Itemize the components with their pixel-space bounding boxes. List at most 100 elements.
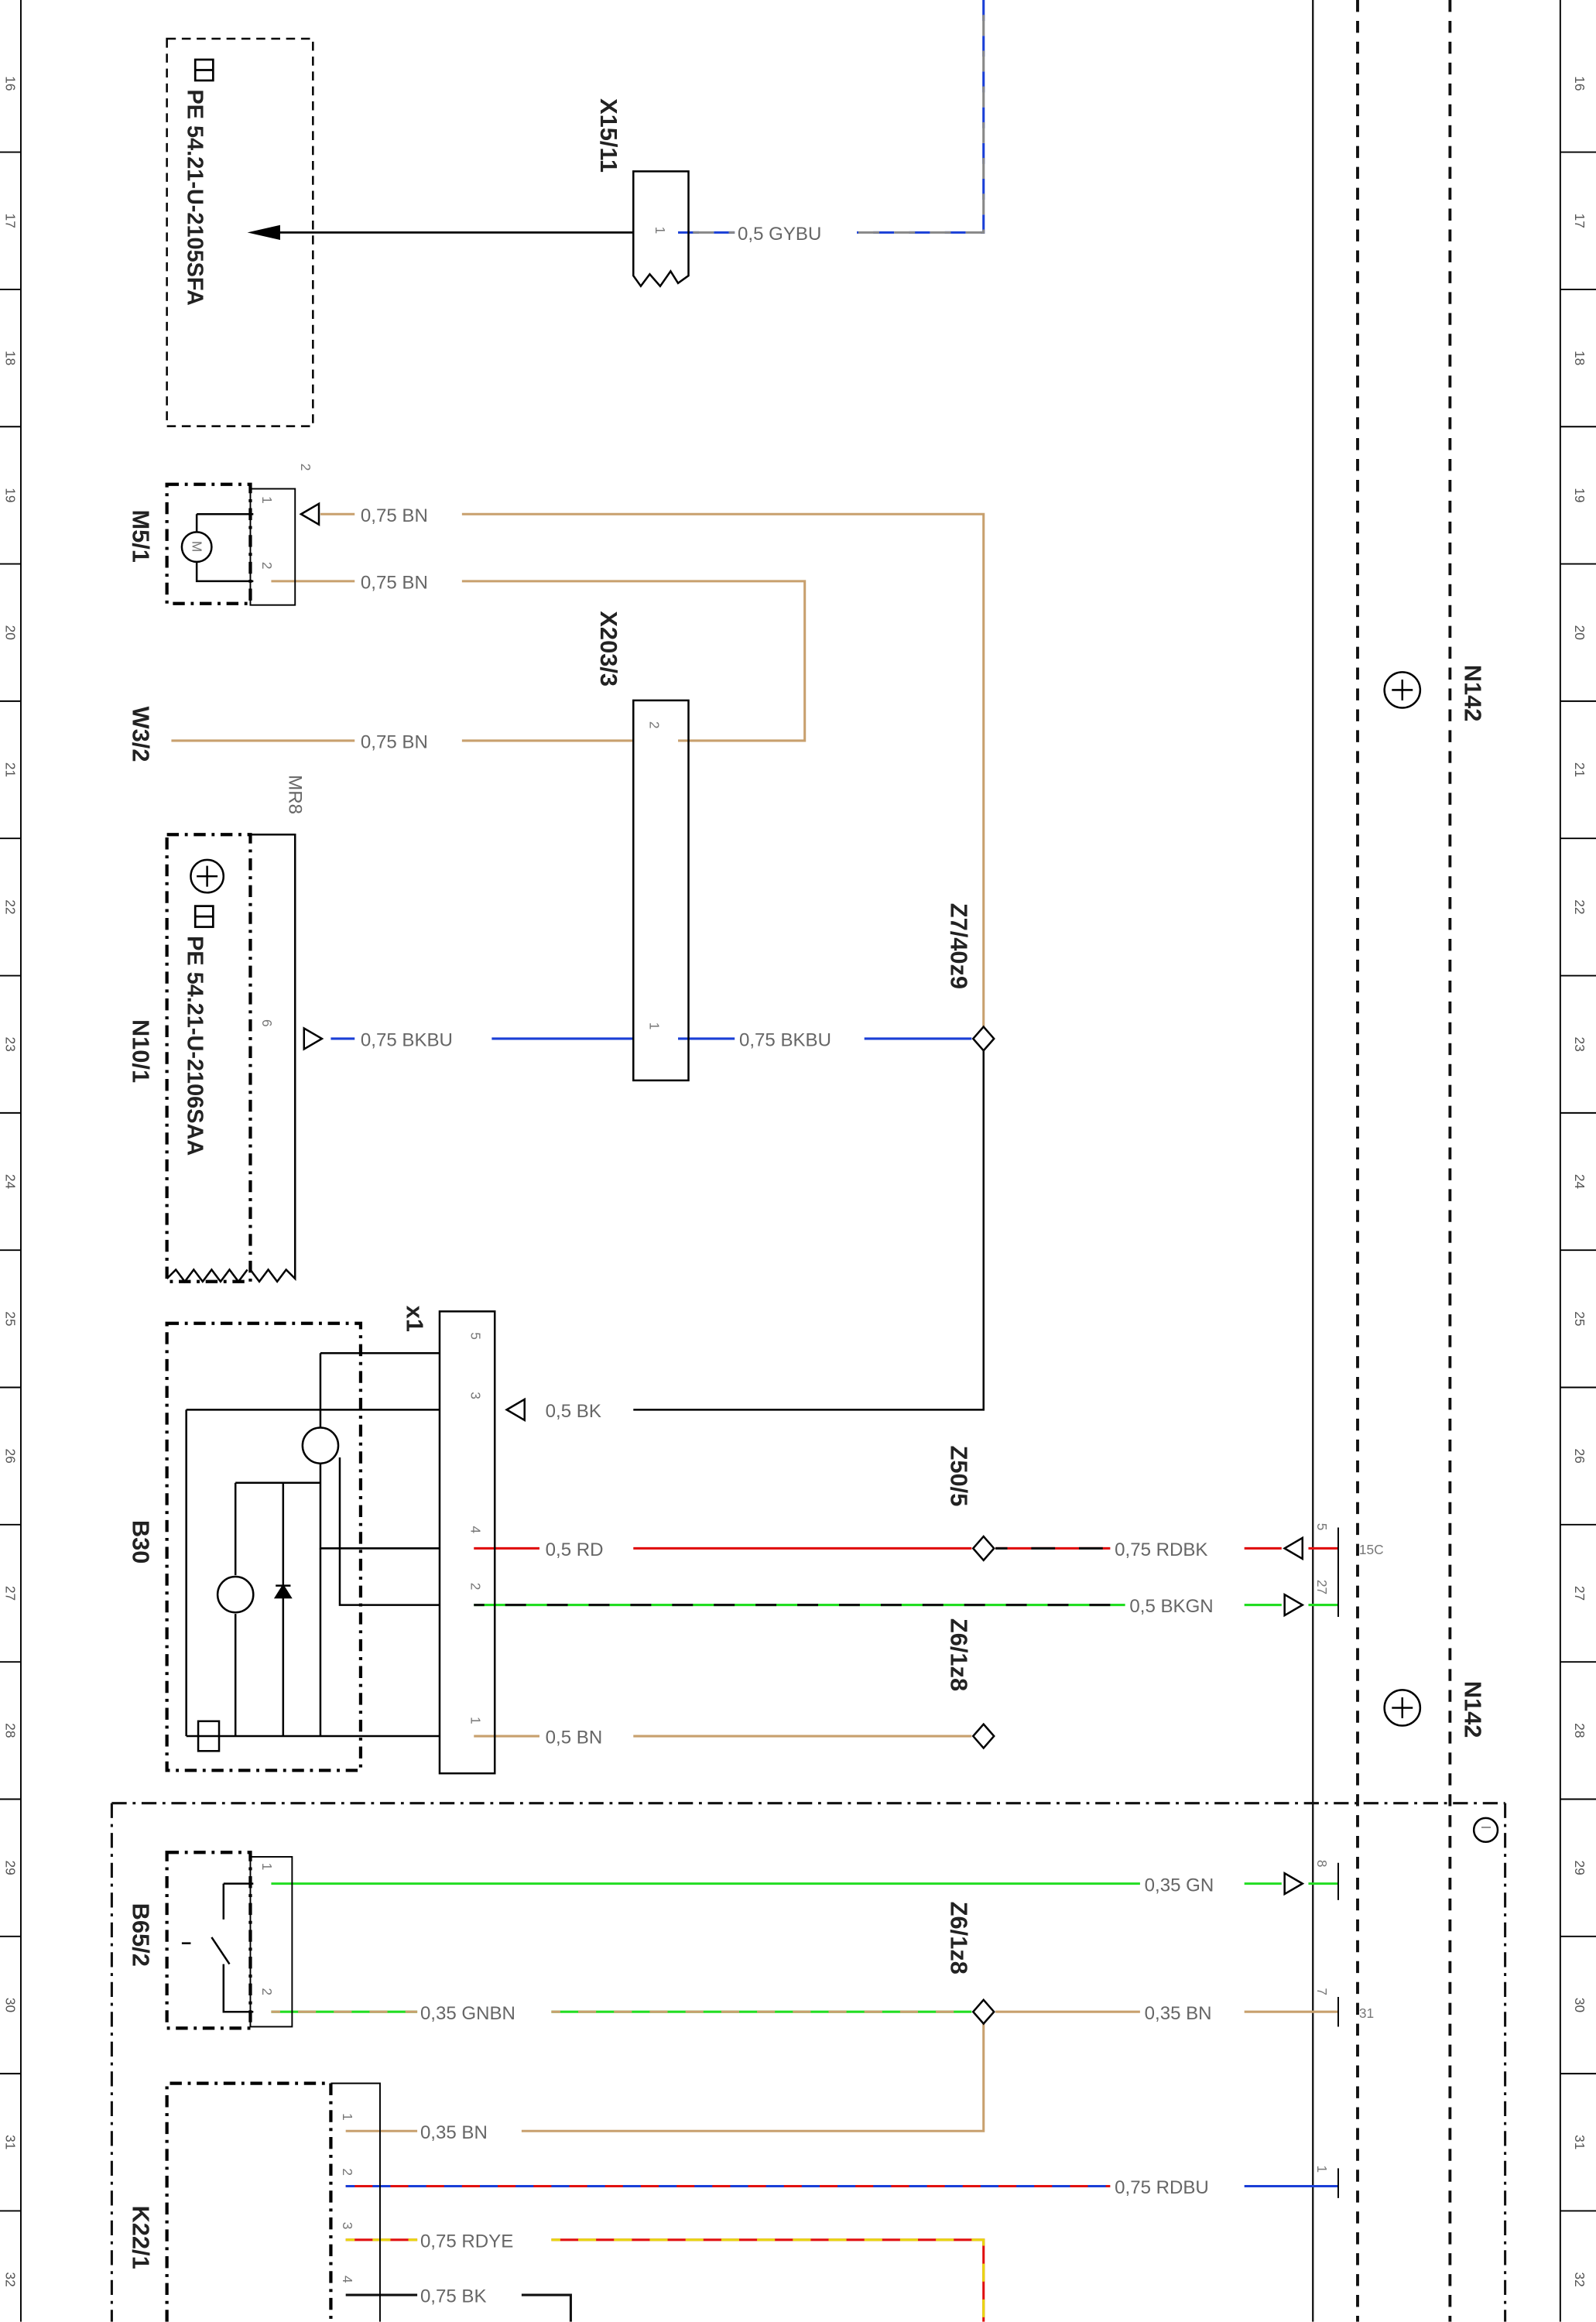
label-x1: x1 bbox=[402, 1306, 429, 1332]
pin-n142-7: 7 bbox=[1314, 1988, 1330, 1995]
pin-x15-11-1: 1 bbox=[652, 227, 668, 235]
label-z6-1z8-b: Z6/1z8 bbox=[945, 1902, 972, 1974]
pin-x203-3-2: 2 bbox=[646, 721, 662, 729]
grid-tick-label: 24 bbox=[3, 1174, 19, 1190]
ref-sfa: PE 54.21-U-2105SFA bbox=[183, 90, 207, 306]
grid-tick-label: 23 bbox=[3, 1037, 19, 1052]
grid-tick-label: 20 bbox=[1572, 625, 1587, 640]
pin-n142-5: 5 bbox=[1314, 1523, 1330, 1531]
splices bbox=[971, 1025, 995, 2026]
terminal-15c: 15C bbox=[1359, 1542, 1384, 1557]
grid-tick-label: 16 bbox=[3, 76, 19, 91]
grid-tick-label: 28 bbox=[1572, 1723, 1587, 1738]
grid-tick-label: 30 bbox=[3, 1998, 19, 2012]
grid-tick-label: 17 bbox=[1572, 214, 1587, 228]
pin-k22-3: 3 bbox=[340, 2222, 355, 2230]
wire-label-bn-b30: 0,5 BN bbox=[546, 1728, 603, 1748]
wire-label-rdbu: 0,75 RDBU bbox=[1115, 2177, 1209, 2198]
grid-tick-label: 25 bbox=[1572, 1311, 1587, 1326]
label-n142-bottom: N142 bbox=[1460, 1681, 1487, 1738]
pin-n142-27: 27 bbox=[1314, 1580, 1330, 1594]
wire-label-bn-m51-1: 0,75 BN bbox=[361, 505, 428, 526]
components bbox=[165, 37, 1339, 2322]
grid-tick-label: 22 bbox=[1572, 899, 1587, 914]
grid-tick-label: 26 bbox=[1572, 1449, 1587, 1464]
motor-m-label: M bbox=[189, 541, 204, 552]
grid-tick-label: 29 bbox=[1572, 1861, 1587, 1875]
pin-k22-2: 2 bbox=[340, 2168, 355, 2176]
grid-tick-label: 22 bbox=[3, 899, 19, 914]
transistor-symbols bbox=[190, 671, 1499, 1843]
wire-label-gnbn: 0,35 GNBN bbox=[420, 2003, 515, 2024]
grid-tick-label: 26 bbox=[3, 1449, 19, 1464]
wire-labels: 0,5 GYBU 0,75 BN 0,75 BN 0,75 BN 0,75 BK… bbox=[361, 224, 1214, 2307]
grid-tick-label: 27 bbox=[1572, 1586, 1587, 1601]
grid-tick-label: 17 bbox=[3, 214, 19, 228]
wire-label-gn: 0,35 GN bbox=[1145, 1875, 1214, 1896]
grid-tick-label: 18 bbox=[3, 351, 19, 365]
label-mr8: MR8 bbox=[285, 775, 306, 814]
wire-label-bkbu-left: 0,75 BKBU bbox=[361, 1030, 453, 1051]
grid-tick-label: 32 bbox=[1572, 2272, 1587, 2286]
wire-label-bkgn: 0,5 BKGN bbox=[1129, 1596, 1213, 1617]
grid-ticks-right: 16 17 18 19 20 21 22 23 24 25 26 27 28 29 30 31 32 bbox=[1560, 76, 1596, 2287]
pin-n142-1: 1 bbox=[1314, 2166, 1330, 2173]
label-w3-2: W3/2 bbox=[127, 707, 154, 762]
grid-tick-label: 30 bbox=[1572, 1998, 1587, 2012]
grid-tick-label: 29 bbox=[3, 1861, 19, 1875]
wire-label-bkbu-right: 0,75 BKBU bbox=[739, 1030, 831, 1051]
hand-pointer-icon bbox=[194, 905, 214, 928]
pin-arrows bbox=[299, 502, 1305, 1896]
pin-k22-1: 1 bbox=[340, 2113, 355, 2121]
pin-m5-1-1: 1 bbox=[259, 496, 275, 504]
grid-tick-label: 21 bbox=[1572, 762, 1587, 777]
label-b30: B30 bbox=[127, 1520, 154, 1564]
grid-tick-label: 25 bbox=[3, 1311, 19, 1326]
label-n142-top: N142 bbox=[1460, 665, 1487, 722]
label-b65-2: B65/2 bbox=[127, 1903, 154, 1967]
wire-label-rdbk: 0,75 RDBK bbox=[1115, 1539, 1207, 1560]
wire-label-bn-k22: 0,35 BN bbox=[420, 2122, 488, 2143]
grid-tick-label: 32 bbox=[3, 2272, 19, 2286]
label-k22-1: K22/1 bbox=[127, 2206, 154, 2269]
terminal-31: 31 bbox=[1359, 2005, 1374, 2021]
wire-label-bk-b30: 0,5 BK bbox=[546, 1401, 601, 1422]
label-m5-1: M5/1 bbox=[127, 509, 154, 562]
pin-b65-2: 2 bbox=[259, 1988, 275, 1995]
pin-x1-3: 3 bbox=[467, 1392, 483, 1399]
pin-x1-2: 2 bbox=[467, 1583, 483, 1591]
label-x15-11: X15/11 bbox=[595, 98, 622, 173]
label-z50-5: Z50/5 bbox=[945, 1446, 972, 1507]
pin-m5-1-2b: 2 bbox=[298, 464, 313, 471]
wire-label-bk-k22: 0,75 BK bbox=[420, 2286, 487, 2307]
grid-tick-label: 24 bbox=[1572, 1174, 1587, 1190]
pin-k22-4: 4 bbox=[340, 2276, 355, 2283]
component-labels: X15/11 M5/1 W3/2 X203/3 N10/1 x1 B30 B65… bbox=[127, 90, 1493, 2269]
grid-tick-label: 16 bbox=[1572, 76, 1587, 91]
wire-label-rdye: 0,75 RDYE bbox=[420, 2231, 513, 2252]
grid-tick-label: 19 bbox=[1572, 488, 1587, 502]
rails bbox=[110, 0, 1507, 2322]
wire-label-gybu: 0,5 GYBU bbox=[738, 224, 821, 245]
grid-tick-label: 23 bbox=[1572, 1037, 1587, 1052]
marker-i: I bbox=[1478, 1826, 1494, 1830]
grid-tick-label: 28 bbox=[3, 1723, 19, 1738]
grid-tick-label: 21 bbox=[3, 762, 19, 777]
grid-tick-label: 31 bbox=[1572, 2135, 1587, 2149]
wire-label-bn-n142: 0,35 BN bbox=[1145, 2003, 1212, 2024]
pin-numbers: 1 1 2 2 2 1 6 5 3 4 2 1 1 2 1 2 3 4 5 27… bbox=[259, 227, 1384, 2283]
grid-frame bbox=[19, 0, 1561, 2322]
pin-x203-3-1: 1 bbox=[646, 1022, 662, 1030]
wire-label-rd-b30: 0,5 RD bbox=[546, 1539, 604, 1560]
grid-tick-label: 20 bbox=[3, 625, 19, 640]
wires bbox=[171, 0, 1338, 2322]
grid-tick-label: 18 bbox=[1572, 351, 1587, 365]
grid-tick-label: 19 bbox=[3, 488, 19, 502]
pin-x1-5: 5 bbox=[467, 1332, 483, 1340]
grid-tick-label: 27 bbox=[3, 1586, 19, 1601]
wire-label-bn-w32: 0,75 BN bbox=[361, 732, 428, 753]
label-z7-40z9: Z7/40z9 bbox=[945, 903, 972, 989]
pin-m5-1-2: 2 bbox=[259, 562, 275, 570]
